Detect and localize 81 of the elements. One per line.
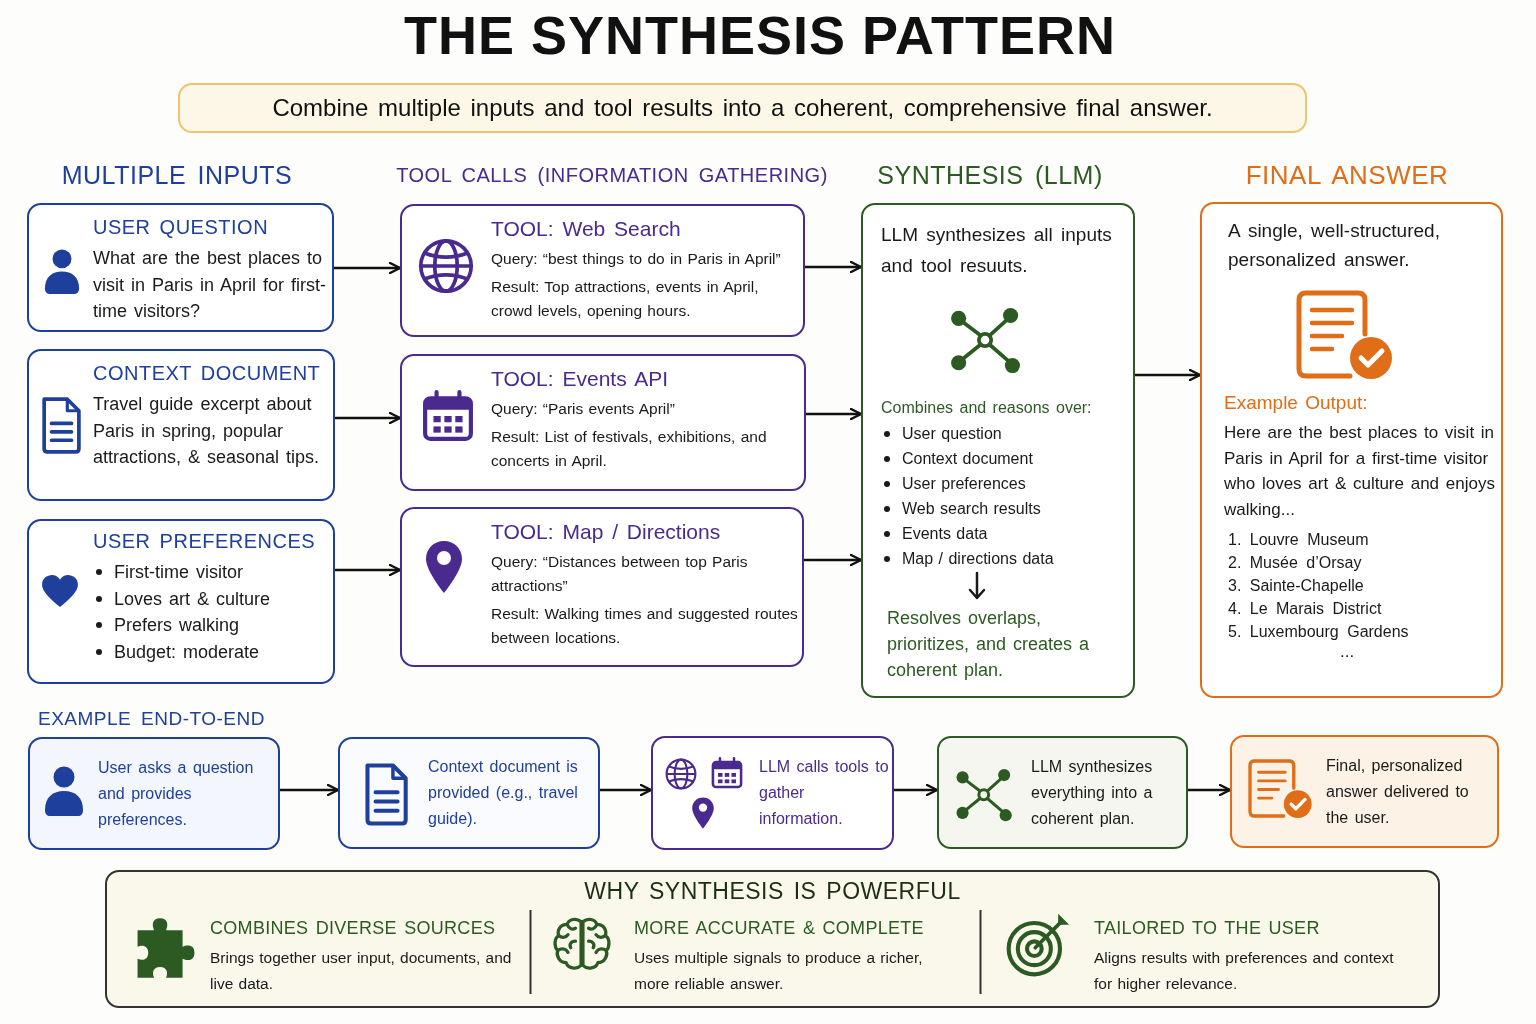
step-card [937, 736, 1188, 849]
tool-detail-text: Result: Walking times and suggested routes between locations. [491, 604, 799, 648]
card-heading: TOOL: Events API [491, 367, 669, 391]
tool-detail-text: Result: List of festivals, exhibitions, and concerts in April. [491, 427, 768, 471]
conclusion-text: Resolves overlaps, prioritizes, and creates a coherent plan. [887, 607, 1091, 682]
arrow [333, 411, 402, 425]
step-text: User asks a question and provides preferences. [98, 757, 255, 830]
numbered-list-item: 4. Le Marais District [1228, 599, 1382, 619]
card-text: Travel guide excerpt about Paris in spring, popular attractions, & seasonal tips. [93, 393, 321, 469]
tool-detail-text: Result: Top attractions, events in April, crowd levels, opening hours. [491, 277, 760, 321]
step-text: Final, personalized answer delivered to the user. [1326, 755, 1470, 828]
card-text: What are the best places to visit in Paris in April for first-time visitors? [93, 247, 328, 323]
description-text: LLM synthesizes all inputs and tool resuuts. [881, 223, 1113, 278]
step-text: Context document is provided (e.g., travel guide). [428, 757, 579, 829]
list-item: Events data [902, 524, 988, 544]
step-card [651, 736, 894, 850]
input-card [27, 203, 334, 332]
arrow [1133, 368, 1202, 382]
card-heading: CONTEXT DOCUMENT [93, 362, 321, 385]
numbered-list-item: 1. Louvre Museum [1228, 530, 1369, 550]
summary-panel [105, 870, 1440, 1008]
card-heading: USER QUESTION [93, 216, 269, 239]
list-item: User question [902, 424, 1002, 444]
step-card [28, 737, 280, 850]
list-item: Context document [902, 449, 1033, 469]
section-heading: MORE ACCURATE & COMPLETE [634, 918, 924, 939]
arrow [333, 563, 402, 577]
arrow [332, 261, 402, 275]
ellipsis-text: ... [1340, 643, 1355, 661]
subtitle-text: Combine multiple inputs and tool results into a coherent, comprehensive final answer. [272, 94, 1213, 122]
step-card [1230, 735, 1499, 848]
example-text: Here are the best places to visit in Paris in April for a first-time visitor who loves art & culture and enjoys walking... [1224, 422, 1496, 521]
description-text: A single, well-structured, personalized answer. [1228, 219, 1441, 272]
tool-detail-text: Query: “best things to do in Paris in April” [491, 249, 781, 269]
tool-detail-text: Query: “Distances between top Paris attractions” [491, 552, 749, 596]
panel-heading: WHY SYNTHESIS IS POWERFUL [584, 878, 961, 905]
subheading: Combines and reasons over: [881, 399, 1092, 417]
input-card [27, 519, 335, 684]
list-item: Web search results [902, 499, 1041, 519]
list-item: Map / directions data [902, 549, 1054, 569]
card-heading: TOOL: Web Search [491, 217, 681, 241]
list-item: User preferences [902, 474, 1026, 494]
answer-panel [1200, 202, 1503, 698]
list-item: First-time visitor [114, 561, 243, 584]
column-heading: MULTIPLE INPUTS [61, 161, 293, 190]
tool-card [400, 354, 806, 491]
section-text: Uses multiple signals to produce a richer, more reliable answer. [634, 948, 924, 994]
section-heading: COMBINES DIVERSE SOURCES [210, 918, 496, 939]
arrow [1186, 783, 1232, 797]
arrow [803, 260, 863, 274]
arrow [802, 553, 863, 567]
column-heading: TOOL CALLS (INFORMATION GATHERING) [396, 164, 828, 187]
numbered-list-item: 3. Sainte-Chapelle [1228, 576, 1364, 596]
arrow [598, 783, 653, 797]
numbered-list-item: 5. Luxembourg Gardens [1228, 622, 1409, 642]
list-item: Loves art & culture [114, 587, 271, 611]
subheading: Example Output: [1224, 392, 1368, 414]
card-heading: TOOL: Map / Directions [491, 520, 721, 544]
arrow [892, 783, 939, 797]
list-item: Prefers walking [114, 614, 240, 637]
column-heading: EXAMPLE END-TO-END [38, 708, 265, 730]
card-heading: USER PREFERENCES [93, 530, 316, 553]
tool-detail-text: Query: “Paris events April” [491, 399, 675, 419]
tool-card [400, 204, 805, 337]
step-card [338, 737, 600, 849]
numbered-list-item: 2. Musée d’Orsay [1228, 553, 1362, 573]
title: THE SYNTHESIS PATTERN [403, 4, 1117, 66]
subtitle-banner [178, 83, 1307, 133]
list-item: Budget: moderate [114, 640, 260, 664]
section-text: Aligns results with preferences and context for higher relevance. [1094, 948, 1395, 994]
section-text: Brings together user input, documents, and live data. [210, 948, 513, 994]
column-heading: FINAL ANSWER [1245, 160, 1449, 191]
column-heading: SYNTHESIS (LLM) [877, 161, 1103, 190]
input-card [27, 349, 335, 501]
arrow [804, 407, 863, 421]
tool-card [400, 507, 804, 667]
step-text: LLM calls tools to gather information. [759, 757, 890, 829]
section-heading: TAILORED TO THE USER [1094, 918, 1320, 939]
synthesis-panel [861, 203, 1135, 698]
step-text: LLM synthesizes everything into a coherent plan. [1031, 756, 1154, 829]
arrow [278, 783, 340, 797]
